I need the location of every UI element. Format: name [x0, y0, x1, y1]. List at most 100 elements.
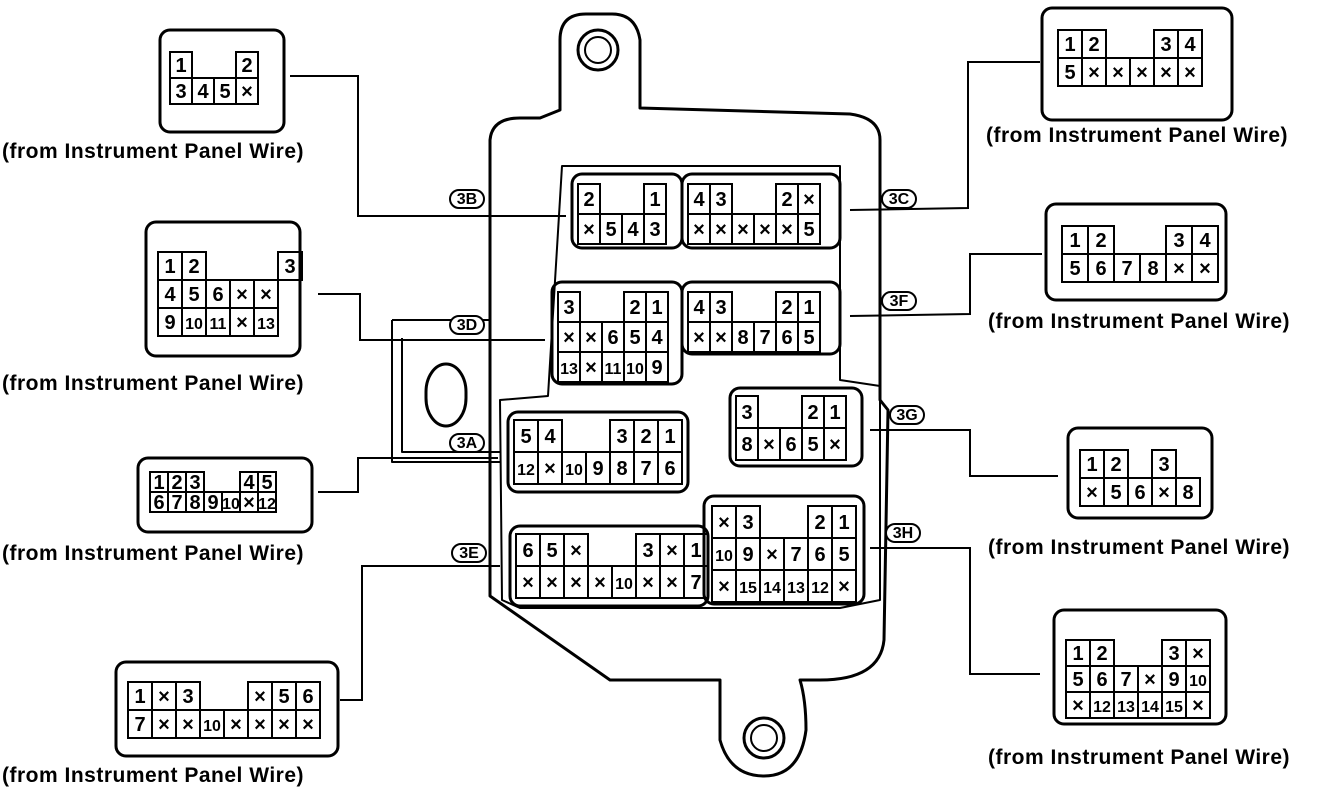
pin-label: × — [715, 219, 727, 241]
pin-label: 10 — [185, 316, 203, 333]
pin-cell — [257, 491, 277, 513]
pin-label: 2 — [1096, 643, 1107, 665]
pin-label: 3 — [1168, 643, 1179, 665]
pin-label: 4 — [627, 219, 639, 241]
connector-shell — [680, 280, 842, 356]
connector-shell — [158, 28, 286, 134]
pin-label: 5 — [219, 81, 230, 103]
pin-label: 8 — [1147, 258, 1158, 280]
pin-label: 1 — [649, 189, 660, 211]
pin-label: × — [241, 81, 253, 103]
pin-label: 12 — [258, 496, 276, 513]
pin-cell — [831, 569, 857, 603]
pin-label: 3 — [182, 686, 193, 708]
tag-3c-text: 3C — [889, 191, 910, 208]
pin-label: 13 — [1117, 699, 1135, 716]
pin-label: 1 — [175, 55, 186, 77]
pin-cell — [295, 709, 321, 739]
pin-label: 5 — [803, 219, 814, 241]
pin-label: × — [1136, 62, 1148, 84]
pin-label: 3 — [284, 256, 295, 278]
pin-label: 13 — [257, 316, 275, 333]
pin-label: 1 — [829, 402, 840, 424]
pin-label: 7 — [171, 492, 182, 514]
pin-label: 11 — [605, 361, 622, 378]
leader-3c — [849, 61, 1040, 211]
pin-label: 4 — [1199, 230, 1211, 252]
pin-label: 10 — [1189, 673, 1207, 690]
pin-label: 4 — [693, 189, 705, 211]
pin-label: 8 — [741, 434, 752, 456]
pin-label: × — [715, 327, 727, 349]
connector-shell — [1066, 426, 1214, 520]
pin-cell — [277, 251, 303, 281]
pin-label: 15 — [1165, 699, 1183, 716]
pin-label: 9 — [164, 312, 175, 334]
pin-label: 13 — [787, 580, 805, 597]
pin-label: 3 — [189, 472, 200, 494]
tag-3h: 3H — [885, 523, 921, 543]
pin-label: 5 — [1064, 62, 1075, 84]
pin-label: 4 — [1184, 34, 1196, 56]
caption-3b: (from Instrument Panel Wire) — [2, 140, 305, 163]
pin-label: 6 — [781, 327, 792, 349]
pin-label: 7 — [1120, 669, 1131, 691]
tag-3f: 3F — [881, 291, 917, 311]
leader-lines — [290, 61, 1058, 701]
pin-cell — [1177, 57, 1203, 87]
pin-label: 7 — [134, 714, 145, 736]
pin-label: 10 — [715, 548, 733, 565]
pin-label: × — [718, 576, 730, 598]
tag-3d: 3D — [449, 315, 485, 335]
pin-label: × — [254, 714, 266, 736]
pin-label: × — [1144, 669, 1156, 691]
pin-label: × — [546, 572, 558, 594]
tag-3e-text: 3E — [459, 545, 479, 562]
caption-3d: (from Instrument Panel Wire) — [2, 372, 305, 395]
pin-label: 2 — [1088, 34, 1099, 56]
pin-label: 4 — [693, 297, 705, 319]
pin-label: × — [718, 512, 730, 534]
tag-3e: 3E — [451, 543, 487, 563]
tag-3d-text: 3D — [457, 317, 477, 334]
pin-label: 8 — [737, 327, 748, 349]
pin-label: × — [1160, 62, 1172, 84]
pin-label: × — [666, 572, 678, 594]
pin-label: × — [585, 357, 597, 379]
pin-label: 5 — [546, 540, 557, 562]
pin-label: × — [522, 572, 534, 594]
pin-label: 10 — [626, 361, 644, 378]
pin-label: 5 — [1110, 482, 1121, 504]
pin-label: 9 — [742, 544, 753, 566]
pin-label: × — [583, 219, 595, 241]
pin-label: 5 — [188, 284, 199, 306]
pin-label: × — [243, 492, 255, 514]
pin-label: 5 — [1072, 669, 1083, 691]
pin-label: 5 — [278, 686, 289, 708]
pin-label: × — [693, 219, 705, 241]
pin-label: × — [254, 686, 266, 708]
mounting-slot — [424, 362, 468, 428]
pin-label: 13 — [560, 361, 578, 378]
pin-label: 1 — [153, 472, 164, 494]
tag-3a-text: 3A — [457, 435, 478, 452]
pin-label: 4 — [243, 472, 255, 494]
pin-label: 6 — [522, 540, 533, 562]
connector-shell — [114, 660, 340, 758]
pin-label: 10 — [203, 718, 221, 735]
pin-label: 3 — [563, 297, 574, 319]
pin-label: 8 — [616, 458, 627, 480]
leader-3g — [870, 429, 1058, 477]
pin-label: 3 — [1160, 34, 1171, 56]
connector-shell — [680, 172, 842, 250]
pin-label: 6 — [1095, 258, 1106, 280]
tag-3g: 3G — [889, 405, 925, 425]
